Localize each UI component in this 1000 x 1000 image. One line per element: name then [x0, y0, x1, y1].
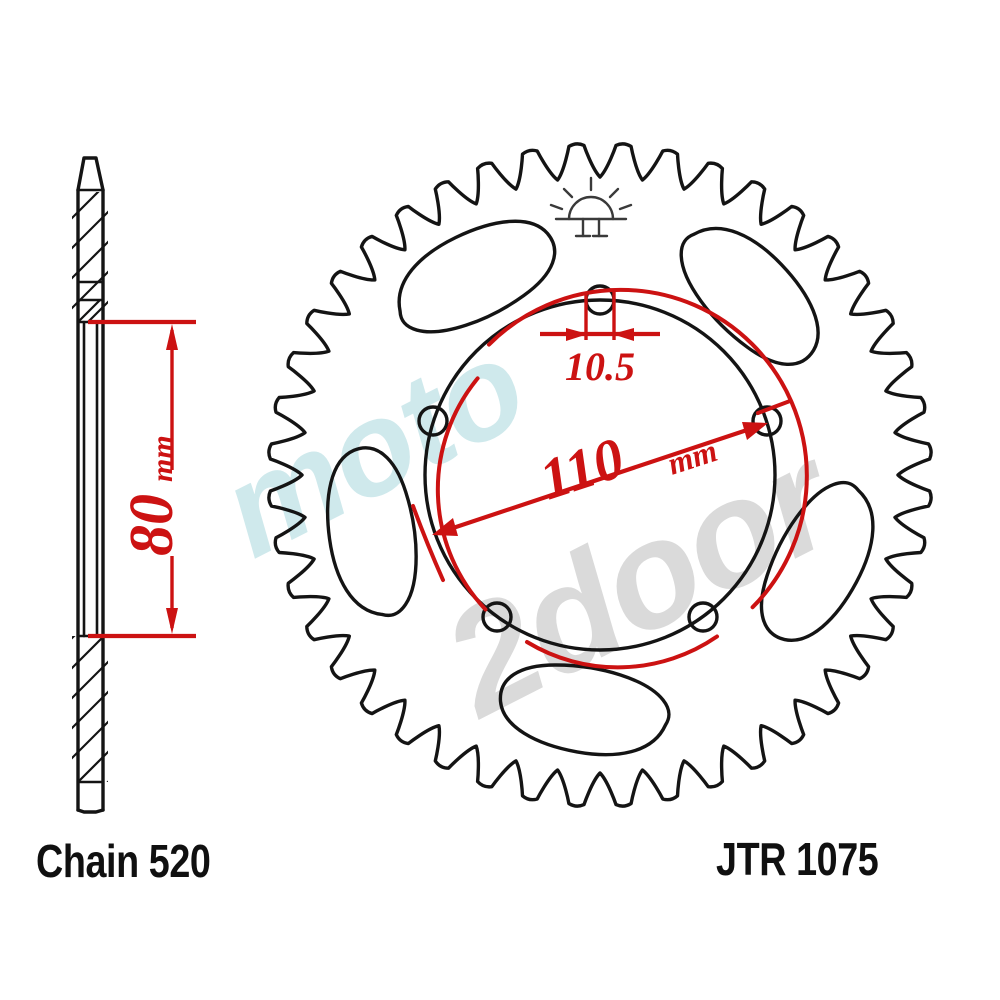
- section-hatch-top-rim: [72, 300, 108, 322]
- bolt-hole-lower-right: [687, 601, 719, 633]
- pcd-tick-left: [411, 504, 445, 582]
- kidney-hole-1: [397, 219, 557, 334]
- sun-burst-logo: [549, 176, 633, 238]
- hub-bore-circle: [423, 298, 777, 652]
- kidney-hole-4: [498, 663, 671, 757]
- sprocket-face-view: [267, 142, 933, 808]
- pcd-arc-bottom: [525, 634, 719, 670]
- tooth-profile: [267, 142, 933, 808]
- dimension-value-80: 80: [118, 494, 186, 556]
- side-section-view: [72, 156, 108, 814]
- pcd-arc-top-right: [487, 287, 809, 610]
- pcd-arc-left: [435, 376, 488, 612]
- dimension-thickness-80mm: mm 80: [88, 319, 196, 639]
- dimension-unit-80: mm: [146, 435, 179, 482]
- pcd-tick-right: [756, 399, 792, 415]
- section-hatch-top: [72, 192, 108, 322]
- dimension-value-110: 110: [532, 425, 632, 513]
- part-number-caption: JTR 1075: [716, 833, 879, 885]
- bolt-hole-upper-right: [751, 405, 783, 437]
- chain-size-caption: Chain 520: [36, 835, 211, 887]
- kidney-hole-5: [326, 446, 418, 618]
- bolt-hole-lower-left: [481, 601, 513, 633]
- lightening-holes: [326, 219, 875, 757]
- dimension-unit-110: mm: [663, 432, 721, 482]
- dimension-value-10-5: 10.5: [565, 344, 635, 389]
- dimension-bolt-hole-10-5: 10.5: [540, 292, 660, 389]
- bolt-hole-upper-left: [417, 405, 449, 437]
- kidney-hole-3: [759, 480, 875, 643]
- kidney-hole-2: [679, 226, 820, 366]
- section-hatch-bottom: [72, 636, 108, 782]
